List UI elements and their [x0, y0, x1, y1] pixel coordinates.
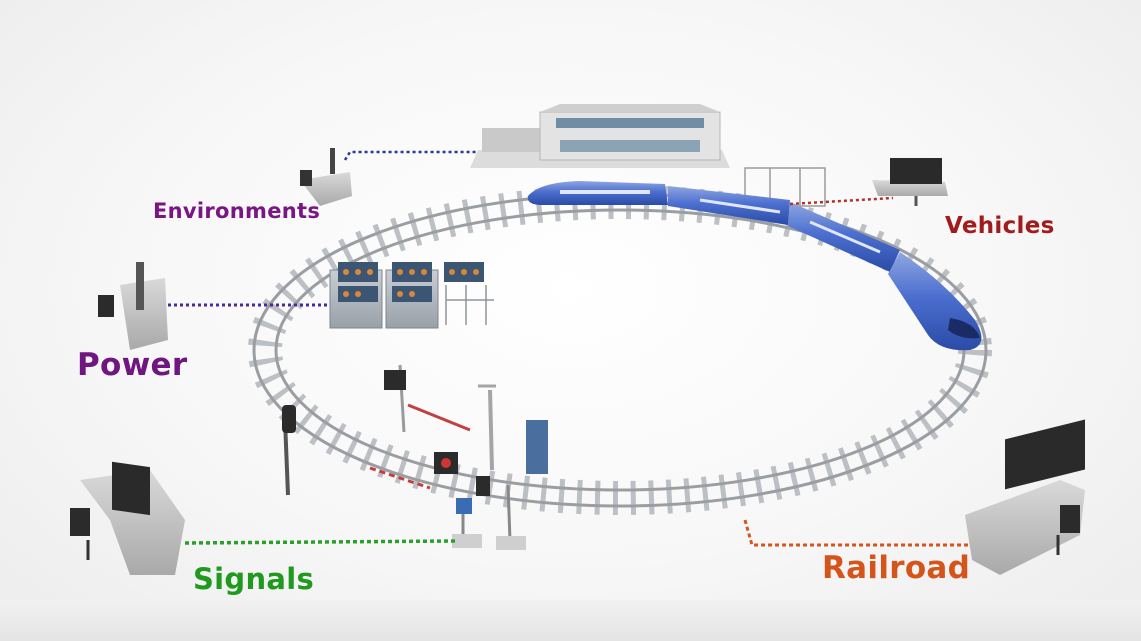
track-sleepers	[248, 185, 992, 515]
label-signals: Signals	[193, 562, 315, 596]
label-environments: Environments	[153, 199, 321, 223]
floor-shadow	[0, 600, 1141, 641]
label-vehicles: Vehicles	[945, 213, 1055, 239]
desk-power	[98, 262, 168, 350]
station-building	[470, 104, 730, 168]
desk-signals	[70, 461, 185, 575]
train	[527, 181, 982, 351]
link-environments	[343, 150, 478, 161]
signals-equipment	[282, 364, 548, 550]
label-railroad: Railroad	[822, 550, 971, 586]
link-vehicles	[789, 196, 894, 206]
label-power: Power	[77, 347, 188, 383]
desk-environments	[300, 148, 352, 206]
link-signals	[184, 539, 456, 545]
power-equipment	[329, 262, 494, 329]
desk-vehicles	[872, 158, 948, 206]
link-railroad	[743, 519, 968, 547]
desk-railroad	[965, 419, 1085, 575]
